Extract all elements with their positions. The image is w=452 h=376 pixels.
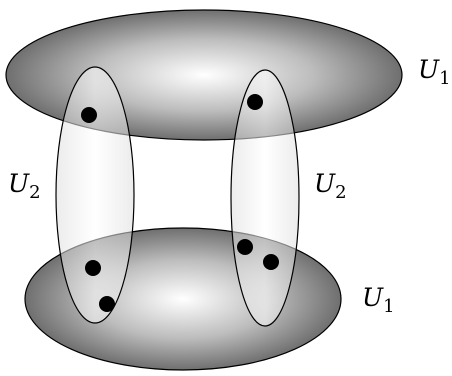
point	[237, 239, 253, 255]
label-u1-bottom: U1	[362, 283, 395, 317]
label-u2-left: U2	[8, 169, 41, 203]
label-u1-top: U1	[418, 55, 451, 89]
set-u2-right	[230, 69, 300, 327]
point	[263, 254, 279, 270]
set-u2-left	[55, 66, 135, 324]
point	[85, 260, 101, 276]
point	[81, 107, 97, 123]
label-u2-right: U2	[314, 169, 347, 203]
point	[99, 296, 115, 312]
point	[247, 94, 263, 110]
